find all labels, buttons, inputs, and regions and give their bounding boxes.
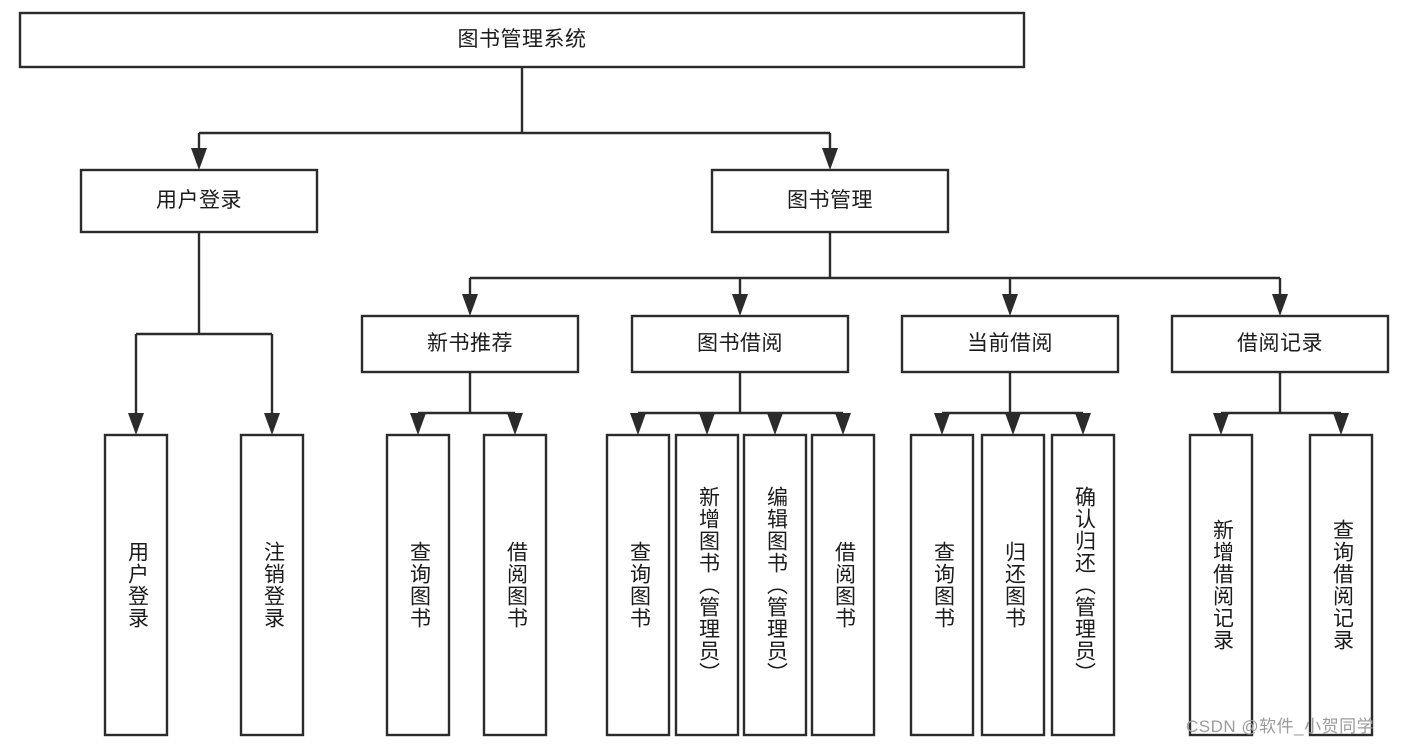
arrow-down-icon-level2-1 — [822, 148, 838, 170]
node-leaf-box-9[interactable] — [980, 433, 1046, 737]
arrow-down-icon-leaf-1 — [264, 413, 280, 435]
arrow-down-icon-leaf-10 — [1075, 413, 1091, 435]
arrow-down-icon-level2-0 — [191, 148, 207, 170]
node-level2-box-0[interactable] — [79, 168, 319, 234]
arrow-down-icon-leaf-11 — [1213, 413, 1229, 435]
arrow-down-icon-leaf-5 — [699, 413, 715, 435]
node-rectangles-group — [18, 11, 1390, 737]
node-leaf-box-4[interactable] — [605, 433, 671, 737]
node-leaf-box-6[interactable] — [742, 433, 808, 737]
node-level2-box-1[interactable] — [710, 168, 950, 234]
node-leaf-box-12[interactable] — [1308, 433, 1374, 737]
arrow-down-icon-level3-1 — [732, 294, 748, 316]
node-leaf-box-2[interactable] — [385, 433, 451, 737]
node-leaf-box-7[interactable] — [810, 433, 876, 737]
node-leaf-box-8[interactable] — [909, 433, 975, 737]
node-level3-box-3[interactable] — [1170, 314, 1390, 374]
arrow-down-icon-leaf-8 — [934, 413, 950, 435]
arrow-down-icon-level3-3 — [1272, 294, 1288, 316]
arrow-down-icon-leaf-0 — [128, 413, 144, 435]
node-leaf-box-3[interactable] — [482, 433, 548, 737]
arrow-down-icon-leaf-12 — [1333, 413, 1349, 435]
arrow-down-icon-level3-2 — [1002, 294, 1018, 316]
node-level3-box-1[interactable] — [630, 314, 850, 374]
arrow-down-icon-leaf-9 — [1005, 413, 1021, 435]
node-leaf-box-1[interactable] — [239, 433, 305, 737]
node-level3-box-0[interactable] — [360, 314, 580, 374]
node-leaf-box-10[interactable] — [1050, 433, 1116, 737]
node-root-box[interactable] — [18, 11, 1026, 69]
arrow-down-icon-leaf-7 — [835, 413, 851, 435]
arrow-down-icon-leaf-3 — [507, 413, 523, 435]
node-level3-box-2[interactable] — [900, 314, 1120, 374]
node-leaf-box-0[interactable] — [103, 433, 169, 737]
arrow-heads-group — [128, 148, 1349, 435]
node-leaf-box-5[interactable] — [674, 433, 740, 737]
watermark-text: CSDN @软件_小贺同学 — [1186, 717, 1375, 736]
arrow-down-icon-leaf-6 — [767, 413, 783, 435]
arrow-down-icon-level3-0 — [462, 294, 478, 316]
arrow-down-icon-leaf-2 — [410, 413, 426, 435]
arrow-down-icon-leaf-4 — [630, 413, 646, 435]
node-leaf-box-11[interactable] — [1188, 433, 1254, 737]
